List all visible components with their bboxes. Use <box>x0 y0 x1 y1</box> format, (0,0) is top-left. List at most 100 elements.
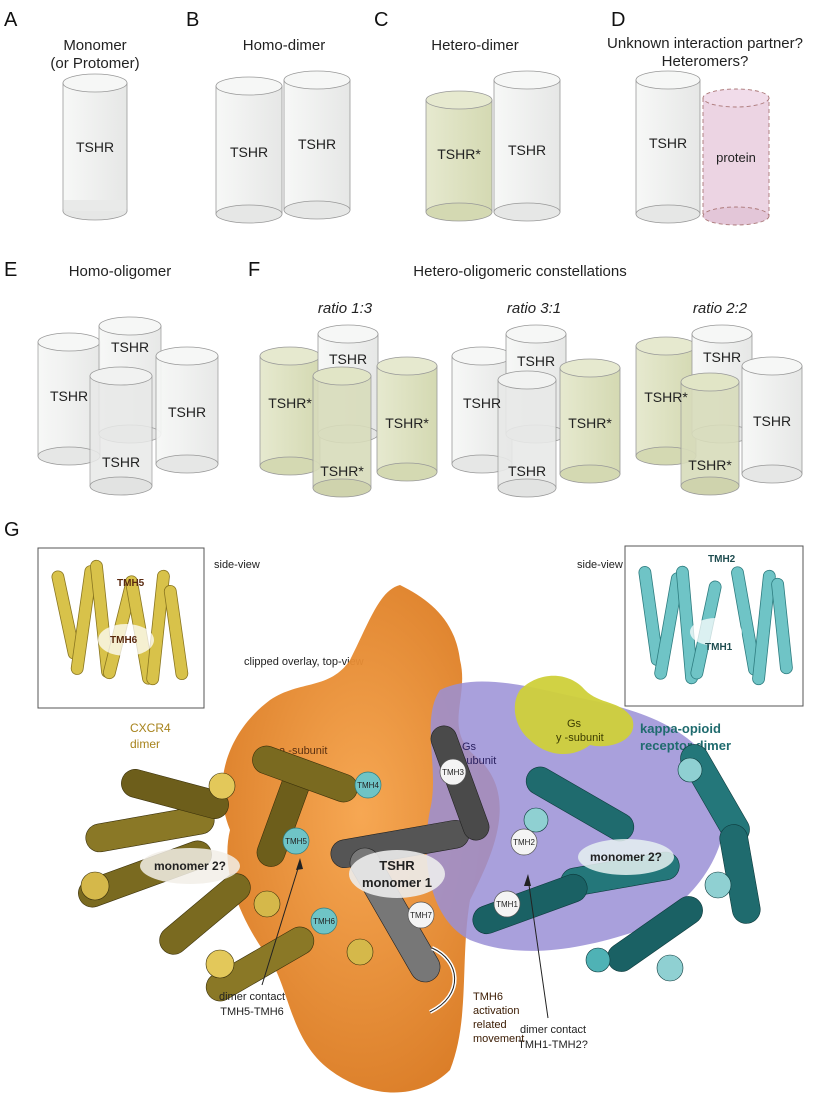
inset-cxcr4-side-view: TMH5 TMH6 <box>37 547 205 709</box>
group-ratio-3-1: ratio 3:1 TSHR TSHR TSHR* TSHR <box>451 300 621 498</box>
cylinder-tshr <box>493 70 561 222</box>
panel-f: F Hetero-oligomeric constellations ratio… <box>248 259 803 498</box>
contact-left-label-1: dimer contact <box>219 991 285 1003</box>
movement-label-2: activation <box>473 1005 519 1017</box>
tmh6-label: TMH6 <box>313 917 335 926</box>
cyl-label-1: TSHR* <box>268 395 312 411</box>
tmh-markers <box>282 758 538 935</box>
monomer-2-right-highlight <box>578 839 674 875</box>
cylinder-label-left: TSHR <box>230 144 268 160</box>
monomer-2-left-label: monomer 2? <box>154 859 226 873</box>
cyl-label-2: TSHR <box>329 351 367 367</box>
ratio-label: ratio 2:2 <box>693 300 748 317</box>
movement-label-1: TMH6 <box>473 991 503 1003</box>
cxcr4-label: CXCR4 <box>130 721 171 735</box>
panel-letter-c: C <box>374 9 388 31</box>
panel-d-title-line1: Unknown interaction partner? <box>607 35 803 52</box>
contact-left-label-2: TMH5-TMH6 <box>220 1006 284 1018</box>
cylinder-tshr <box>635 70 701 224</box>
clipped-overlay-label: clipped overlay, top-view <box>244 656 364 668</box>
cylinder-label-3: TSHR <box>168 404 206 420</box>
cylinder-label-1: TSHR <box>50 388 88 404</box>
panel-letter-a: A <box>4 9 18 31</box>
gs-beta-label-1: Gs <box>462 741 477 753</box>
gs-gamma-surface <box>514 675 634 755</box>
cylinder-label-left: TSHR* <box>437 146 481 162</box>
cylinder-label-right: TSHR <box>508 142 546 158</box>
panel-c: C Hetero-dimer TSHR* TSHR <box>374 9 561 222</box>
panel-d-title-line2: Heteromers? <box>662 53 749 70</box>
panel-b: B Homo-dimer TSHR TSHR <box>186 9 351 224</box>
cylinder-label-right: TSHR <box>298 136 336 152</box>
panel-c-title: Hetero-dimer <box>431 37 519 54</box>
panel-g: G TMH5 TMH6 side-view <box>4 519 804 1093</box>
group-ratio-2-2: ratio 2:2 TSHR* TSHR TSHR TSHR* <box>635 300 803 496</box>
tmh4-label: TMH4 <box>357 781 379 790</box>
panel-a: A Monomer (or Protomer) TSHR <box>4 9 140 221</box>
ratio-label: ratio 1:3 <box>318 300 373 317</box>
cyl-label-2: TSHR <box>703 349 741 365</box>
contact-left-arrow <box>261 861 301 986</box>
cylinder-4 <box>89 366 153 496</box>
cxcr4-dimer-label: dimer <box>130 737 160 751</box>
inset-tmh6-label: TMH6 <box>110 635 138 646</box>
panel-d: D Unknown interaction partner? Heteromer… <box>607 9 803 226</box>
panel-letter-g: G <box>4 519 20 541</box>
cyl-label-4: TSHR* <box>688 457 732 473</box>
group-ratio-1-3: ratio 1:3 TSHR* TSHR TSHR* TSHR* <box>259 300 438 498</box>
contact-right-arrow <box>527 877 549 1019</box>
ratio-label: ratio 3:1 <box>507 300 561 317</box>
monomer-2-right-label: monomer 2? <box>590 850 662 864</box>
tmh7-label: TMH7 <box>410 911 432 920</box>
cyl-label-3: TSHR <box>753 413 791 429</box>
gs-gamma-label-1: Gs <box>567 718 582 730</box>
cylinder-protein <box>702 88 770 226</box>
inset-tmh2-label: TMH2 <box>708 554 736 565</box>
cyl-label-2: TSHR <box>517 353 555 369</box>
cylinder-label-left: TSHR <box>649 135 687 151</box>
panel-letter-d: D <box>611 9 625 31</box>
tmh1-label: TMH1 <box>496 900 518 909</box>
side-view-left-label: side-view <box>214 559 260 571</box>
side-view-right-label: side-view <box>577 559 623 571</box>
cylinder-3 <box>155 346 219 474</box>
contact-left-arrowhead <box>296 858 303 870</box>
panel-a-title-line2: (or Protomer) <box>50 55 139 72</box>
cxcr4-helices <box>78 745 374 1002</box>
movement-label-4: movement <box>473 1033 524 1045</box>
cylinder-tshr-star <box>425 90 493 222</box>
cyl-label-3: TSHR* <box>385 415 429 431</box>
tshr-monomer-label-2: monomer 1 <box>362 875 432 890</box>
kappa-label-1: kappa-opioid <box>640 721 721 736</box>
inset-tmh5-label: TMH5 <box>117 578 145 589</box>
cylinder-label-4: TSHR <box>102 454 140 470</box>
panel-e-title: Homo-oligomer <box>69 263 172 280</box>
cylinder-tshr-right <box>283 70 351 220</box>
inset-tmh1-label: TMH1 <box>705 642 733 653</box>
monomer-2-left-highlight <box>140 848 240 884</box>
tmh2-label: TMH2 <box>513 838 535 847</box>
contact-right-arrowhead <box>524 874 531 886</box>
cylinder-tshr <box>62 73 128 221</box>
tshr-monomer-label-1: TSHR <box>379 858 415 873</box>
panel-f-title: Hetero-oligomeric constellations <box>413 263 626 280</box>
cyl-label-1: TSHR* <box>644 389 688 405</box>
panel-b-title: Homo-dimer <box>243 37 326 54</box>
cyl-label-1: TSHR <box>463 395 501 411</box>
cyl-label-3: TSHR* <box>568 415 612 431</box>
inset-kappa-side-view: TMH2 TMH1 <box>624 545 804 707</box>
panel-e: E Homo-oligomer TSHR TSHR TSHR TSHR <box>4 259 219 496</box>
cylinder-label-2: TSHR <box>111 339 149 355</box>
movement-label-3: related <box>473 1019 507 1031</box>
panel-letter-b: B <box>186 9 199 31</box>
gs-gamma-label-2: y -subunit <box>556 732 604 744</box>
cylinder-tshr-left <box>215 76 283 224</box>
contact-right-label-1: dimer contact <box>520 1024 586 1036</box>
tmh5-label: TMH5 <box>285 837 307 846</box>
panel-letter-f: F <box>248 259 260 281</box>
cylinder-label-right: protein <box>716 150 756 165</box>
contact-right-label-2: TMH1-TMH2? <box>518 1039 588 1051</box>
tshr-monomer-highlight <box>349 850 445 898</box>
panel-a-title-line1: Monomer <box>63 37 126 54</box>
